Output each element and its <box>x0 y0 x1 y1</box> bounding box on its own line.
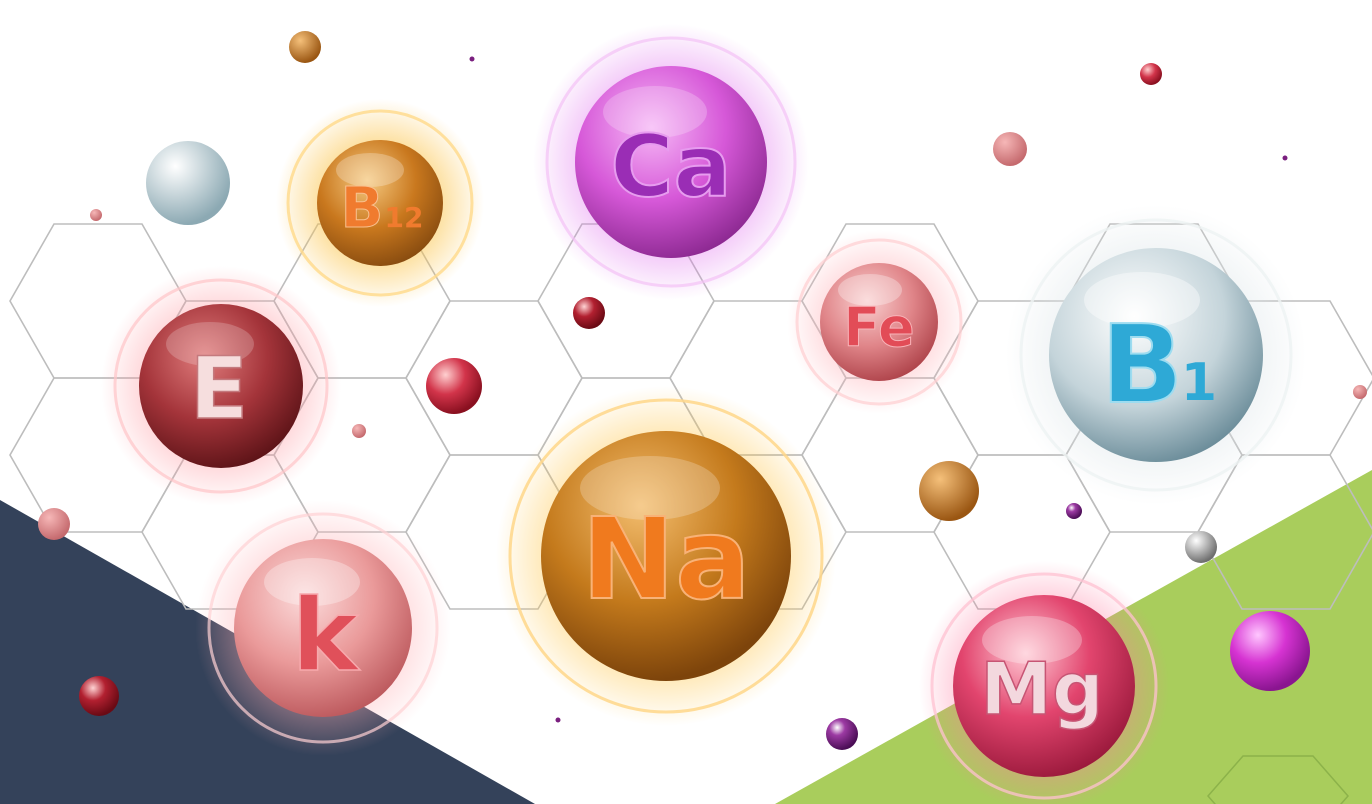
tiny-dot <box>555 717 561 723</box>
small-ball <box>146 141 230 225</box>
decor-balls <box>38 31 1367 750</box>
element-b1: B 1 <box>1006 205 1306 505</box>
element-symbol: Ca <box>610 117 731 217</box>
element-mg: Mg <box>919 561 1169 804</box>
small-ball <box>573 297 605 329</box>
small-ball <box>1353 385 1367 399</box>
element-subscript: 12 <box>385 201 424 234</box>
element-symbol: E <box>190 339 249 439</box>
element-b12: B 12 <box>276 99 484 307</box>
element-e: E <box>101 266 341 506</box>
small-ball <box>993 132 1027 166</box>
element-symbol: B <box>341 176 384 241</box>
small-ball <box>1230 611 1310 691</box>
small-ball <box>79 676 119 716</box>
small-ball <box>38 508 70 540</box>
small-ball <box>352 424 366 438</box>
element-symbol: Fe <box>843 296 914 359</box>
green-hex-outline <box>1207 755 1349 804</box>
small-ball <box>426 358 482 414</box>
tiny-dot <box>1282 155 1288 161</box>
element-symbol: Na <box>581 495 750 625</box>
element-symbol: Mg <box>980 647 1103 731</box>
element-na: Na <box>496 386 836 726</box>
tiny-dot <box>469 56 475 62</box>
element-symbol: k <box>292 577 361 694</box>
small-ball <box>1185 531 1217 563</box>
small-ball <box>1066 503 1082 519</box>
element-symbol: B <box>1101 303 1183 428</box>
small-ball <box>90 209 102 221</box>
element-fe: Fe <box>787 230 971 414</box>
small-ball <box>289 31 321 63</box>
element-subscript: 1 <box>1181 353 1217 413</box>
small-ball <box>919 461 979 521</box>
small-ball <box>1140 63 1162 85</box>
small-ball <box>826 718 858 750</box>
element-k: k <box>195 500 451 756</box>
element-ca: Ca <box>533 24 809 300</box>
